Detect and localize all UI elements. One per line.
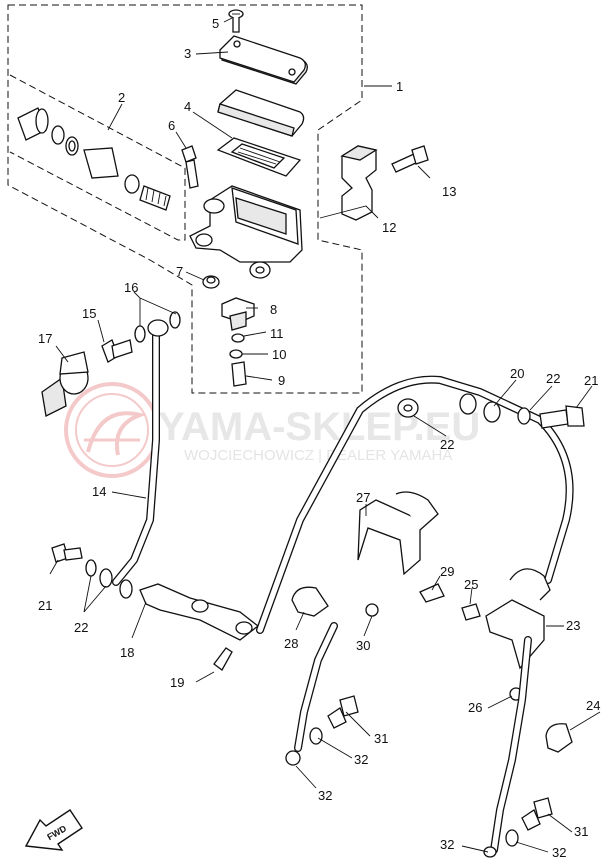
callout-32-left: 32 (318, 788, 332, 803)
part-clamp-12 (340, 145, 378, 221)
part-banjo-bolt-15 (101, 339, 133, 363)
part-washer-32a (309, 727, 323, 745)
callout-31-right: 31 (574, 824, 588, 839)
callout-31-left: 31 (374, 731, 388, 746)
part-switch-8 (221, 297, 255, 331)
part-nut-30 (365, 603, 379, 617)
part-bracket-23 (485, 568, 551, 670)
callout-13: 13 (442, 184, 456, 199)
fwd-arrow-icon: FWD (24, 809, 83, 851)
part-bolt-19 (213, 647, 233, 671)
part-screw-6 (181, 145, 199, 189)
assembly-2-outline (9, 74, 186, 241)
part-brake-hose-14 (112, 319, 169, 586)
callout-18: 18 (120, 645, 134, 660)
callout-2: 2 (118, 90, 125, 105)
callout-28: 28 (284, 636, 298, 651)
callout-17: 17 (38, 331, 52, 346)
callout-10: 10 (272, 347, 286, 362)
part-washer-16a (134, 325, 146, 343)
part-bolt-31a (327, 695, 359, 729)
part-bushing-7 (202, 275, 220, 289)
part-holder-28 (291, 586, 329, 617)
callout-1: 1 (396, 79, 403, 94)
part-washer-22b (99, 568, 113, 588)
part-bolt-31b (521, 797, 553, 831)
part-rubber-cap-17 (41, 351, 89, 417)
callout-23: 23 (566, 618, 580, 633)
part-washer-10 (229, 349, 243, 359)
callout-labels: 5 3 1 2 4 6 13 12 7 8 16 15 17 11 10 9 2… (38, 16, 600, 860)
callout-15: 15 (82, 306, 96, 321)
part-reservoir-cap-3 (219, 35, 308, 85)
part-washer-32b (285, 750, 301, 766)
watermark-title: YAMA-SKLEP.EU (158, 405, 480, 449)
part-washer-22d (517, 407, 531, 425)
part-lower-hose-left (294, 622, 338, 752)
callout-19: 19 (170, 675, 184, 690)
callout-29: 29 (440, 564, 454, 579)
callout-21-upper: 21 (584, 373, 598, 388)
part-banjo-bolt-21a (51, 543, 83, 563)
callout-24: 24 (586, 698, 600, 713)
part-washer-32d (483, 846, 497, 858)
callout-4: 4 (184, 99, 191, 114)
callout-7: 7 (176, 264, 183, 279)
assembly-1-outline (7, 4, 363, 394)
part-joint-18 (139, 583, 260, 641)
callout-16: 16 (124, 280, 138, 295)
part-screw-9 (231, 361, 247, 387)
callout-30: 30 (356, 638, 370, 653)
callout-20: 20 (510, 366, 524, 381)
part-washer-16b (169, 311, 181, 329)
watermark-logo (64, 382, 160, 478)
part-bolt-13 (391, 145, 429, 173)
callout-6: 6 (168, 118, 175, 133)
part-diaphragm-plate-4 (217, 89, 305, 137)
part-brake-hose-20 (256, 375, 574, 634)
part-banjo-bolt-21b (539, 405, 585, 429)
callout-9: 9 (278, 373, 285, 388)
callout-22-mid: 22 (440, 437, 454, 452)
callout-5: 5 (212, 16, 219, 31)
part-master-cylinder-body (189, 185, 303, 279)
callout-32-bottom: 32 (440, 837, 454, 852)
part-washer-11 (231, 333, 245, 343)
part-bolt-29 (419, 583, 445, 603)
part-lower-hose-right (490, 636, 532, 854)
callout-22-upper: 22 (546, 371, 560, 386)
part-washer-32c (505, 829, 519, 847)
part-bracket-27 (357, 491, 439, 576)
watermark: YAMA-SKLEP.EU WOJCIECHOWICZ | DEALER YAM… (64, 382, 480, 478)
callout-32-right: 32 (552, 845, 566, 858)
callout-8: 8 (270, 302, 277, 317)
leader-lines (49, 17, 601, 853)
callout-14: 14 (92, 484, 106, 499)
part-bolt-25 (461, 603, 481, 621)
callout-3: 3 (184, 46, 191, 61)
part-screw-5 (228, 9, 244, 33)
callout-27: 27 (356, 490, 370, 505)
callout-25: 25 (464, 577, 478, 592)
callout-21-lower: 21 (38, 598, 52, 613)
part-clip-24 (545, 723, 573, 753)
callout-32-mid: 32 (354, 752, 368, 767)
part-piston-kit-2 (17, 107, 171, 211)
callout-22-lower: 22 (74, 620, 88, 635)
callout-26: 26 (468, 700, 482, 715)
callout-11: 11 (270, 326, 284, 341)
watermark-subtitle: WOJCIECHOWICZ | DEALER YAMAHA (184, 447, 452, 464)
part-diaphragm (216, 137, 302, 177)
part-washer-22a (85, 559, 97, 577)
part-washer-22c (119, 579, 133, 599)
callout-12: 12 (382, 220, 396, 235)
